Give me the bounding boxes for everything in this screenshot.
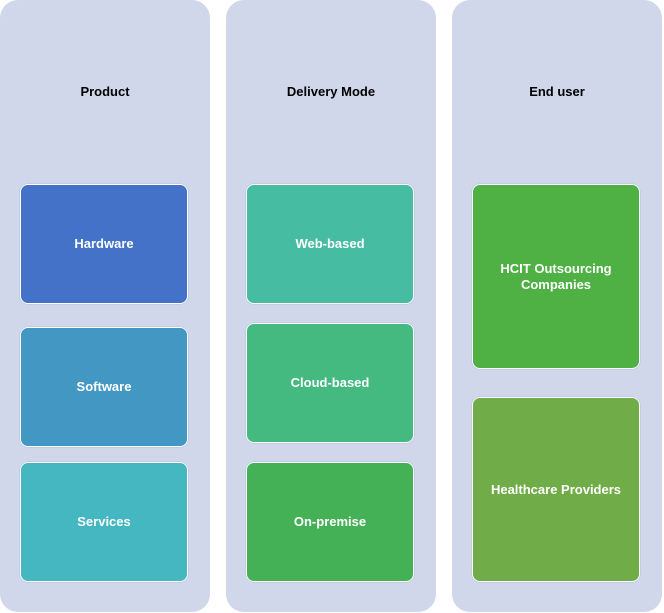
box-web-based: Web-based	[246, 184, 414, 304]
column-header-delivery-mode: Delivery Mode	[286, 84, 376, 99]
box-healthcare-providers: Healthcare Providers	[472, 397, 640, 582]
column-product: Product Hardware Software Services	[0, 0, 210, 612]
box-hardware: Hardware	[20, 184, 188, 304]
box-software: Software	[20, 327, 188, 447]
box-cloud-based: Cloud-based	[246, 323, 414, 443]
column-delivery-mode: Delivery Mode Web-based Cloud-based On-p…	[226, 0, 436, 612]
column-end-user: End user HCIT Outsourcing Companies Heal…	[452, 0, 662, 612]
box-services: Services	[20, 462, 188, 582]
column-header-product: Product	[80, 84, 130, 99]
box-on-premise: On-premise	[246, 462, 414, 582]
box-hcit-outsourcing-companies: HCIT Outsourcing Companies	[472, 184, 640, 369]
column-header-end-user: End user	[529, 84, 585, 99]
